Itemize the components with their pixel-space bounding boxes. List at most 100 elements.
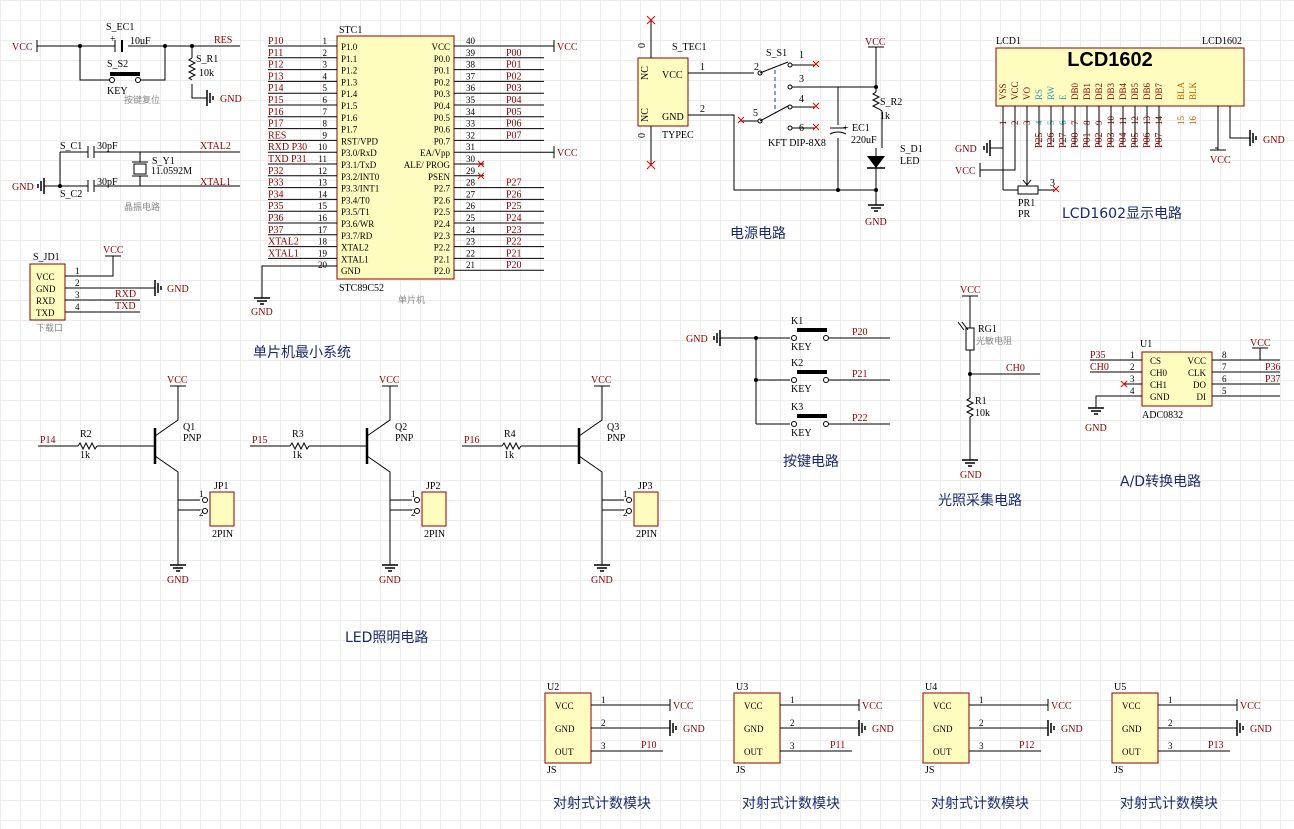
power-c-ref-plus: + xyxy=(843,123,849,134)
download-ref: S_JD1 xyxy=(33,252,60,263)
jumper-pin-icon xyxy=(626,497,632,503)
download-pin-name: GND xyxy=(36,284,56,294)
lcd-vcc-left: VCC xyxy=(955,166,976,177)
mcu-pin-net: P13 xyxy=(268,71,284,82)
mcu-pin-num: 24 xyxy=(466,225,476,235)
lcd-pin-name: DB1 xyxy=(1082,83,1092,100)
led-r-val: 1k xyxy=(504,450,514,461)
adc-pin-num: 2 xyxy=(1130,362,1135,372)
lcd-pin-num: 15 xyxy=(1176,116,1186,126)
counter-pin-num: 1 xyxy=(601,695,606,705)
download-pin-name: TXD xyxy=(36,308,55,318)
lcd-pin-name: E xyxy=(1058,94,1068,100)
lcd-pin-name: RW xyxy=(1046,85,1056,100)
mcu-pin-num: 20 xyxy=(318,260,328,270)
counter-pin-num: 3 xyxy=(601,741,606,751)
mcu-pin-name: P1.2 xyxy=(341,66,357,76)
switch-icon xyxy=(797,328,827,332)
light-rg-ref: RG1 xyxy=(978,324,997,335)
light-block: VCC RG1 光敏电阻 CH0 R1 10k GND 光照采集电路 xyxy=(938,285,1040,509)
mcu-pin-num: 7 xyxy=(323,107,328,117)
crystal-c2-ref: S_C2 xyxy=(60,189,82,200)
mcu-pin-net: P24 xyxy=(506,213,522,224)
reset-res-ref: S_R1 xyxy=(196,54,218,65)
adc-pin-net: P36 xyxy=(1265,362,1281,373)
adc-pin-net: P37 xyxy=(1265,374,1281,385)
download-rxd: RXD xyxy=(115,289,136,300)
led-net: P15 xyxy=(252,435,268,446)
power-conn-nc1: NC xyxy=(640,66,651,80)
mcu-pin-name: P3.3/INT1 xyxy=(341,184,379,194)
led-r-ref: R2 xyxy=(80,429,92,440)
no-connect-icon xyxy=(646,15,656,170)
lcd-block: LCD1 LCD1602 LCD1602 VSS1VCC2VO3RS4P25RW… xyxy=(955,36,1285,222)
mcu-pin-name: RST/VPD xyxy=(341,136,379,146)
key-val: KEY xyxy=(791,428,812,439)
mcu-pin-net: P32 xyxy=(268,166,284,177)
ground-icon xyxy=(381,564,399,572)
ground-icon xyxy=(253,297,271,305)
download-pin-num: 1 xyxy=(75,266,80,276)
adc-pin-net: CH0 xyxy=(1090,362,1109,373)
mcu-pin-name: XTAL2 xyxy=(341,243,369,253)
reset-gnd: GND xyxy=(220,94,242,105)
led-q-ref: Q1 xyxy=(183,422,195,433)
power-block: S_TEC1 VCC GND NC NC TYPEC 0 0 1 2 S_S1 … xyxy=(637,15,923,242)
download-sub: 下载口 xyxy=(36,322,63,334)
mcu-pin-name: P1.7 xyxy=(341,125,358,135)
power-sw-num3: 3 xyxy=(799,74,804,85)
lcd-body xyxy=(995,47,1245,107)
photoresistor-icon xyxy=(965,327,975,351)
crystal-net1: XTAL2 xyxy=(200,141,231,152)
power-conn-num2: 2 xyxy=(700,104,705,115)
no-connect-icon xyxy=(477,160,485,168)
lcd-pin-name: DB0 xyxy=(1070,82,1080,100)
mcu-pin-num: 30 xyxy=(466,154,476,164)
mcu-pin-name: P2.2 xyxy=(434,243,450,253)
mcu-pin-name: P1.5 xyxy=(341,101,358,111)
crystal-y-ref: S_Y1 xyxy=(152,156,175,167)
download-pin-num: 2 xyxy=(75,278,80,288)
mcu-pin-num: 1 xyxy=(323,36,328,46)
mcu-pin-net: P26 xyxy=(506,189,522,200)
switch-icon xyxy=(797,414,827,418)
counter-pin-name: OUT xyxy=(933,747,952,757)
counter-net: P13 xyxy=(1208,740,1224,751)
mcu-pin-name: P3.4/T0 xyxy=(341,195,370,205)
counter-gnd: GND xyxy=(1250,724,1272,735)
ground-icon xyxy=(206,89,214,107)
switch-contact xyxy=(791,377,797,383)
lcd-pin-net: P01 xyxy=(1082,132,1093,148)
download-connector xyxy=(29,263,66,321)
counter-caption: 对射式计数模块 xyxy=(742,796,840,812)
mcu-pin-num: 38 xyxy=(466,60,476,70)
power-conn-num1: 1 xyxy=(700,62,705,73)
lcd-caption: LCD1602显示电路 xyxy=(1062,206,1182,222)
mcu-pin-num: 3 xyxy=(323,60,328,70)
mcu-pin-num: 25 xyxy=(466,213,476,223)
mcu-pin-name: P0.4 xyxy=(434,101,451,111)
jumper-connector xyxy=(421,491,447,527)
mcu-pin-net: P33 xyxy=(268,178,284,189)
mcu-pin-num: 33 xyxy=(466,119,476,129)
mcu-pin-num: 35 xyxy=(466,95,476,105)
led-r-ref: R4 xyxy=(504,429,516,440)
adc-pin-num: 4 xyxy=(1130,386,1135,396)
crystal-y-val: 11.0592M xyxy=(151,166,192,177)
mcu-pin-name: P0.5 xyxy=(434,113,451,123)
key-ref: K3 xyxy=(791,402,803,413)
lcd-pin-net: P05 xyxy=(1130,132,1141,148)
download-txd: TXD xyxy=(115,301,136,312)
lcd-pin-name: RS xyxy=(1034,89,1044,100)
power-sw-num5: 5 xyxy=(753,108,758,119)
mcu-pin-num: 29 xyxy=(466,166,476,176)
lcd-gnd-left: GND xyxy=(955,144,977,155)
led-q-ref: Q3 xyxy=(607,422,619,433)
mcu-pin-num: 18 xyxy=(318,237,328,247)
mcu-pin-name: GND xyxy=(341,266,361,276)
key-val: KEY xyxy=(791,342,812,353)
mcu-pin-net: RXD P30 xyxy=(268,142,307,153)
counter-ref: U4 xyxy=(925,682,937,693)
power-gnd: GND xyxy=(865,217,887,228)
